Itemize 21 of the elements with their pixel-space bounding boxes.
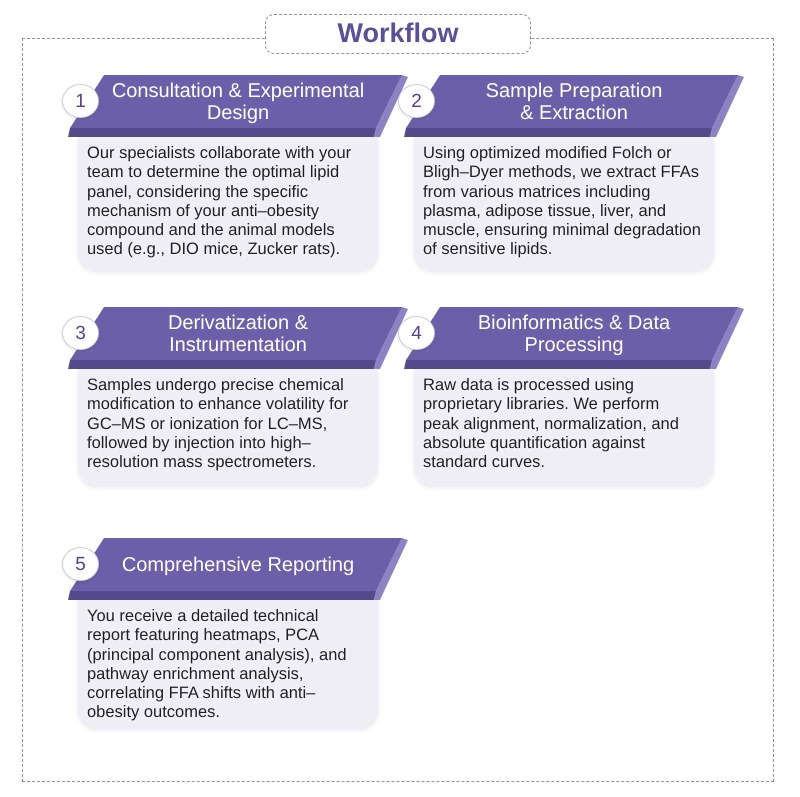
step-card — [62, 307, 408, 487]
step-card — [398, 307, 744, 487]
step-number: 1 — [62, 84, 99, 118]
step-number: 4 — [398, 316, 435, 350]
step-description: Raw data is processed using proprietary libraries. We perform peak alignment, normalization, and absolute quantification against standard curves. — [423, 376, 680, 472]
step-card — [62, 75, 408, 272]
step-heading: Consultation & Experimental Design — [110, 80, 366, 124]
step-heading: Comprehensive Reporting — [122, 554, 354, 576]
diagram-title: Workflow — [338, 19, 458, 49]
step-card — [62, 538, 408, 729]
step-heading: Sample Preparation & Extraction — [484, 80, 664, 124]
step-heading: Derivatization & Instrumentation — [166, 312, 310, 356]
step-description: Our specialists collaborate with your team to determine the optimal lipid panel, considering the specific mechanism of your anti–obesity compound and the animal models used (e.g., DIO mice, Zucker rats). — [87, 144, 352, 260]
step-number: 3 — [62, 316, 99, 350]
step-card — [398, 75, 744, 272]
step-number: 5 — [62, 547, 99, 581]
step-number: 2 — [398, 84, 435, 118]
step-heading: Bioinformatics & Data Processing — [476, 312, 672, 356]
step-description: Samples undergo precise chemical modification to enhance volatility for GC–MS or ionization for LC–MS, followed by injection into high–resolution mass spectrometers. — [87, 376, 350, 472]
step-description: Using optimized modified Folch or Bligh–Dyer methods, we extract FFAs from various matrices including plasma, adipose tissue, liver, and muscle, ensuring minimal degradation of sensitive lipids. — [423, 144, 702, 260]
step-description: You receive a detailed technical report featuring heatmaps, PCA (principal component analysis), and pathway enrichment analysis, correlating FFA shifts with anti–obesity outcomes. — [87, 607, 348, 723]
